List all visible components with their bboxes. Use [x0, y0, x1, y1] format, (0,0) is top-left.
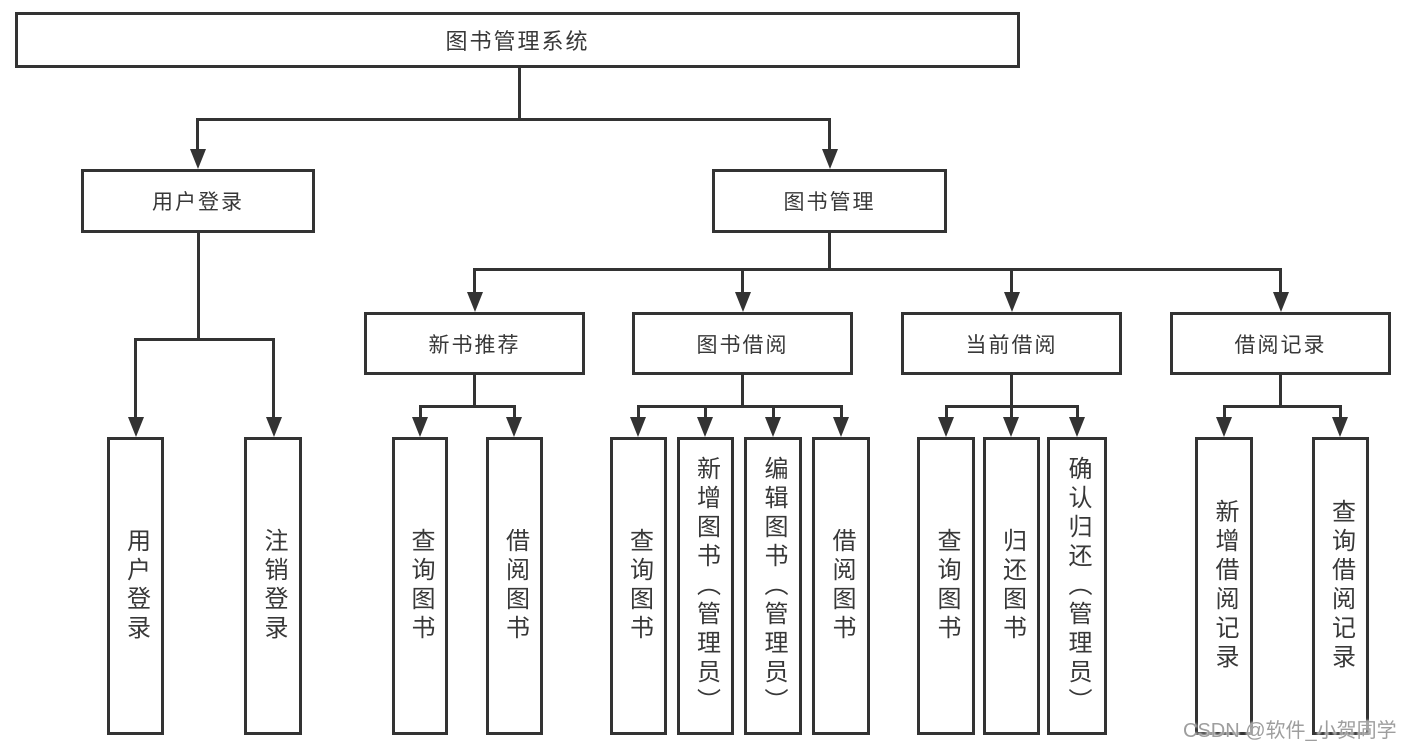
- arrow-down-icon: [1003, 417, 1019, 437]
- arrow-down-icon: [833, 417, 849, 437]
- node-label: 新书推荐: [428, 333, 521, 357]
- node-label: 编辑图书（管理员）: [760, 455, 787, 717]
- leaf-borrow-books-recommend: 借阅图书: [486, 437, 543, 735]
- node-library-system: 图书管理系统: [15, 12, 1020, 68]
- leaf-confirm-return-admin: 确认归还（管理员）: [1047, 437, 1107, 735]
- connector-line: [1279, 375, 1282, 405]
- connector-line: [196, 118, 831, 121]
- connector-line: [1279, 268, 1282, 294]
- connector-line: [945, 405, 948, 419]
- node-label: 当前借阅: [965, 333, 1058, 357]
- connector-line: [134, 338, 275, 341]
- node-label: 查询图书: [625, 528, 653, 644]
- arrow-down-icon: [190, 149, 206, 169]
- connector-line: [1010, 268, 1013, 294]
- connector-line: [419, 405, 516, 408]
- connector-line: [419, 405, 422, 419]
- node-label: 图书借阅: [696, 333, 789, 357]
- leaf-query-books-current: 查询图书: [917, 437, 975, 735]
- node-label: 注销登录: [260, 528, 287, 644]
- connector-line: [1223, 405, 1342, 408]
- node-label: 图书管理: [783, 191, 876, 214]
- arrow-down-icon: [735, 292, 751, 312]
- connector-line: [196, 118, 199, 150]
- connector-line: [637, 405, 843, 408]
- leaf-logout-login: 注销登录: [244, 437, 302, 735]
- node-label: 图书管理系统: [445, 29, 590, 54]
- connector-line: [473, 268, 476, 294]
- arrow-down-icon: [128, 417, 144, 437]
- arrow-down-icon: [1004, 292, 1020, 312]
- node-label: 新增图书（管理员）: [692, 455, 720, 717]
- node-label: 确认归还（管理员）: [1064, 455, 1091, 717]
- connector-line: [134, 338, 137, 419]
- arrow-down-icon: [938, 417, 954, 437]
- connector-line: [197, 233, 200, 338]
- arrow-down-icon: [506, 417, 522, 437]
- arrow-down-icon: [630, 417, 646, 437]
- node-label: 借阅图书: [828, 528, 855, 644]
- connector-line: [1223, 405, 1226, 419]
- connector-line: [518, 67, 521, 118]
- node-label: 查询图书: [407, 528, 434, 644]
- arrow-down-icon: [1069, 417, 1085, 437]
- connector-line: [741, 268, 744, 294]
- leaf-query-borrow-record: 查询借阅记录: [1312, 437, 1369, 735]
- node-label: 归还图书: [998, 528, 1026, 644]
- leaf-query-books-recommend: 查询图书: [392, 437, 448, 735]
- connector-line: [1076, 405, 1079, 419]
- leaf-add-books-admin: 新增图书（管理员）: [677, 437, 734, 735]
- leaf-borrow-books-borrowing: 借阅图书: [812, 437, 870, 735]
- arrow-down-icon: [1273, 292, 1289, 312]
- arrow-down-icon: [1216, 417, 1232, 437]
- node-book-management: 图书管理: [712, 169, 947, 233]
- leaf-user-login: 用户登录: [107, 437, 164, 735]
- connector-line: [272, 338, 275, 419]
- node-user-login: 用户登录: [81, 169, 315, 233]
- arrow-down-icon: [412, 417, 428, 437]
- watermark: CSDN @软件_小贺同学: [1183, 720, 1397, 742]
- connector-line: [1010, 405, 1013, 419]
- node-label: 查询图书: [933, 528, 960, 644]
- connector-line: [513, 405, 516, 419]
- node-book-borrowing: 图书借阅: [632, 312, 853, 375]
- node-label: 用户登录: [122, 528, 150, 644]
- leaf-edit-books-admin: 编辑图书（管理员）: [744, 437, 802, 735]
- connector-line: [637, 405, 640, 419]
- connector-line: [473, 375, 476, 405]
- arrow-down-icon: [822, 149, 838, 169]
- node-current-borrowing: 当前借阅: [901, 312, 1122, 375]
- arrow-down-icon: [1332, 417, 1348, 437]
- connector-line: [828, 118, 831, 150]
- node-new-book-recommendation: 新书推荐: [364, 312, 585, 375]
- arrow-down-icon: [697, 417, 713, 437]
- leaf-return-books: 归还图书: [983, 437, 1040, 735]
- node-label: 借阅记录: [1234, 333, 1327, 357]
- connector-line: [828, 233, 831, 268]
- connector-line: [1339, 405, 1342, 419]
- node-label: 新增借阅记录: [1211, 499, 1238, 673]
- connector-line: [1010, 375, 1013, 405]
- leaf-query-books-borrowing: 查询图书: [610, 437, 667, 735]
- connector-line: [741, 375, 744, 405]
- node-label: 用户登录: [152, 191, 244, 214]
- connector-line: [840, 405, 843, 419]
- leaf-add-borrow-record: 新增借阅记录: [1195, 437, 1253, 735]
- arrow-down-icon: [266, 417, 282, 437]
- arrow-down-icon: [765, 417, 781, 437]
- arrow-down-icon: [467, 292, 483, 312]
- connector-line: [473, 268, 1282, 271]
- node-label: 借阅图书: [501, 528, 529, 644]
- node-label: 查询借阅记录: [1327, 499, 1355, 673]
- connector-line: [704, 405, 707, 419]
- node-borrowing-records: 借阅记录: [1170, 312, 1391, 375]
- connector-line: [772, 405, 775, 419]
